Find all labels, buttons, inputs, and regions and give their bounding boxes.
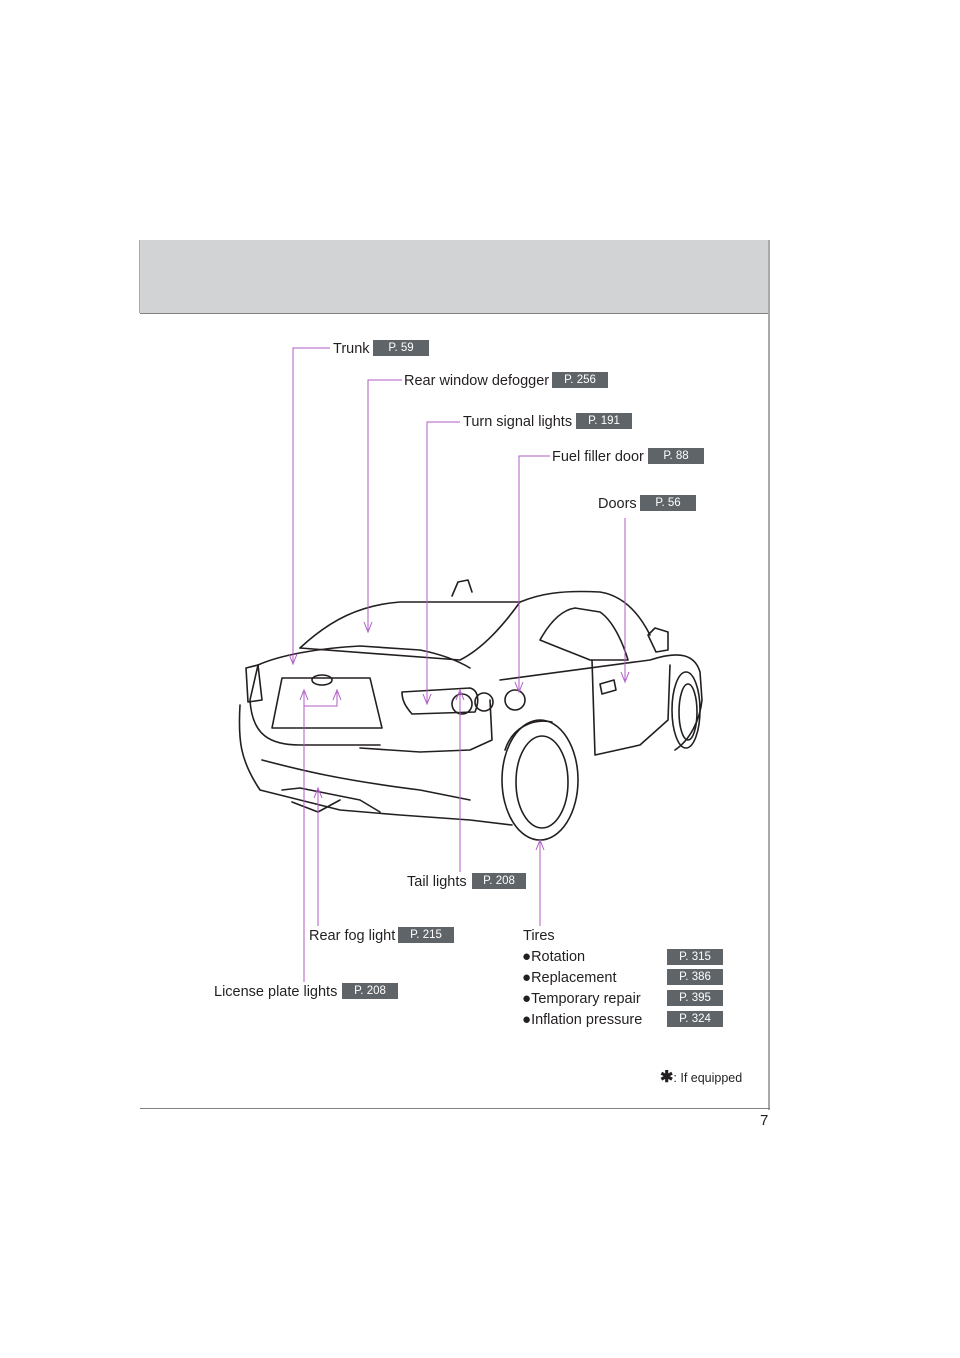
defogger-label: Rear window defogger xyxy=(404,373,550,389)
trunk-page-badge[interactable]: P. 59 xyxy=(373,340,429,356)
tires-item-inflation-pressure: ●Inflation pressure xyxy=(522,1011,642,1029)
frame-left xyxy=(139,240,140,313)
bullet-icon: ● xyxy=(522,1011,532,1028)
tires-item-label: Temporary repair xyxy=(531,991,641,1007)
trunk-label: Trunk xyxy=(333,341,370,357)
car-outline xyxy=(238,579,703,841)
inflation-pressure-page-badge[interactable]: P. 324 xyxy=(667,1011,723,1027)
bullet-icon: ● xyxy=(522,990,532,1007)
tail-lights-page-badge[interactable]: P. 208 xyxy=(472,873,526,889)
rotation-page-badge[interactable]: P. 315 xyxy=(667,949,723,965)
leader-lines xyxy=(292,347,626,982)
turn-signal-label: Turn signal lights xyxy=(463,414,573,430)
trunk-leader xyxy=(292,347,330,662)
license-light-page-badge[interactable]: P. 208 xyxy=(342,983,398,999)
license-light-leader-2 xyxy=(304,692,338,707)
turn-signal-leader xyxy=(426,421,460,702)
tires-title: Tires xyxy=(523,928,555,944)
tires-item-rotation: ●Rotation xyxy=(522,948,585,966)
tires-item-label: Replacement xyxy=(531,970,617,986)
doors-page-badge[interactable]: P. 56 xyxy=(640,495,696,511)
asterisk-icon: ✱ xyxy=(660,1069,674,1086)
header-band xyxy=(140,240,768,314)
tail-lights-label: Tail lights xyxy=(407,874,467,890)
rear-fog-label: Rear fog light xyxy=(309,928,396,944)
tires-item-temporary-repair: ●Temporary repair xyxy=(522,990,641,1008)
defogger-page-badge[interactable]: P. 256 xyxy=(552,372,608,388)
frame-right xyxy=(768,240,770,1110)
doors-label: Doors xyxy=(598,496,637,512)
tires-item-label: Inflation pressure xyxy=(531,1012,643,1028)
tires-item-replacement: ●Replacement xyxy=(522,969,617,987)
bullet-icon: ● xyxy=(522,969,532,986)
rear-fog-page-badge[interactable]: P. 215 xyxy=(398,927,454,943)
defogger-leader xyxy=(367,379,402,630)
footnote: ✱: If equipped xyxy=(660,1067,742,1087)
replacement-page-badge[interactable]: P. 386 xyxy=(667,969,723,985)
temporary-repair-page-badge[interactable]: P. 395 xyxy=(667,990,723,1006)
leader-arrowheads xyxy=(288,621,630,851)
tires-item-label: Rotation xyxy=(531,949,586,965)
license-light-label: License plate lights xyxy=(214,984,338,1000)
fuel-door-label: Fuel filler door xyxy=(552,449,644,465)
footnote-text: : If equipped xyxy=(673,1071,743,1085)
bullet-icon: ● xyxy=(522,948,532,965)
fuel-door-page-badge[interactable]: P. 88 xyxy=(648,448,704,464)
bottom-rule xyxy=(140,1108,770,1109)
fuel-door-leader xyxy=(518,455,550,690)
page-number: 7 xyxy=(760,1112,769,1129)
turn-signal-page-badge[interactable]: P. 191 xyxy=(576,413,632,429)
